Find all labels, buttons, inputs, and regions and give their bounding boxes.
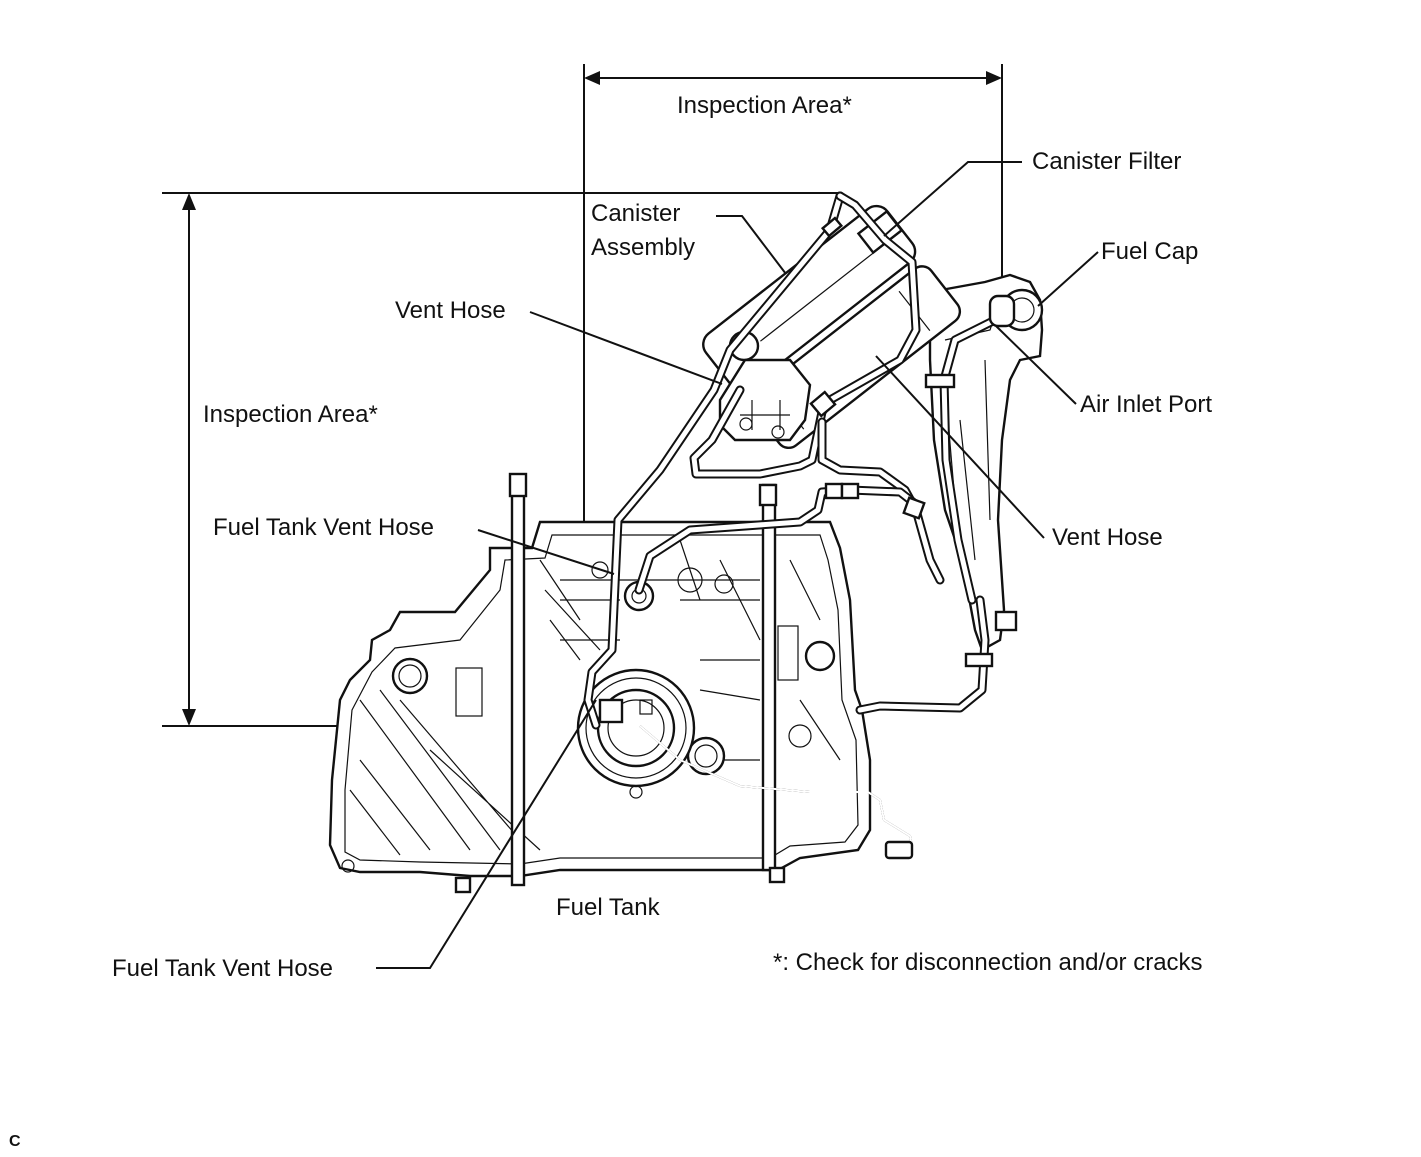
label-fuel-tank-vent-hose-upper: Fuel Tank Vent Hose [213, 514, 435, 541]
leader-lines [376, 161, 1099, 969]
canister-assembly [702, 204, 962, 450]
label-fuel-cap: Fuel Cap [1101, 238, 1199, 265]
label-air-inlet-port: Air Inlet Port [1080, 391, 1213, 418]
label-vent-hose-upper: Vent Hose [395, 297, 506, 324]
hoses [583, 191, 945, 730]
fuel-inlet-hose [855, 595, 994, 715]
label-fuel-tank-vent-hose-lower: Fuel Tank Vent Hose [112, 955, 334, 982]
label-vent-hose-right: Vent Hose [1052, 524, 1163, 551]
pump-wire-harness [639, 725, 914, 860]
label-canister-filter: Canister Filter [1032, 148, 1182, 175]
label-inspection-area-left: Inspection Area* [203, 401, 378, 428]
corner-mark: C [9, 1133, 21, 1150]
label-note: *: Check for disconnection and/or cracks [773, 949, 1203, 976]
label-inspection-area-top: Inspection Area* [677, 92, 852, 119]
label-canister-assembly-line1: Canister [591, 200, 681, 227]
filler-pipe [924, 273, 1044, 652]
label-canister-assembly-line2: Assembly [591, 234, 696, 261]
label-fuel-tank: Fuel Tank [556, 894, 660, 921]
